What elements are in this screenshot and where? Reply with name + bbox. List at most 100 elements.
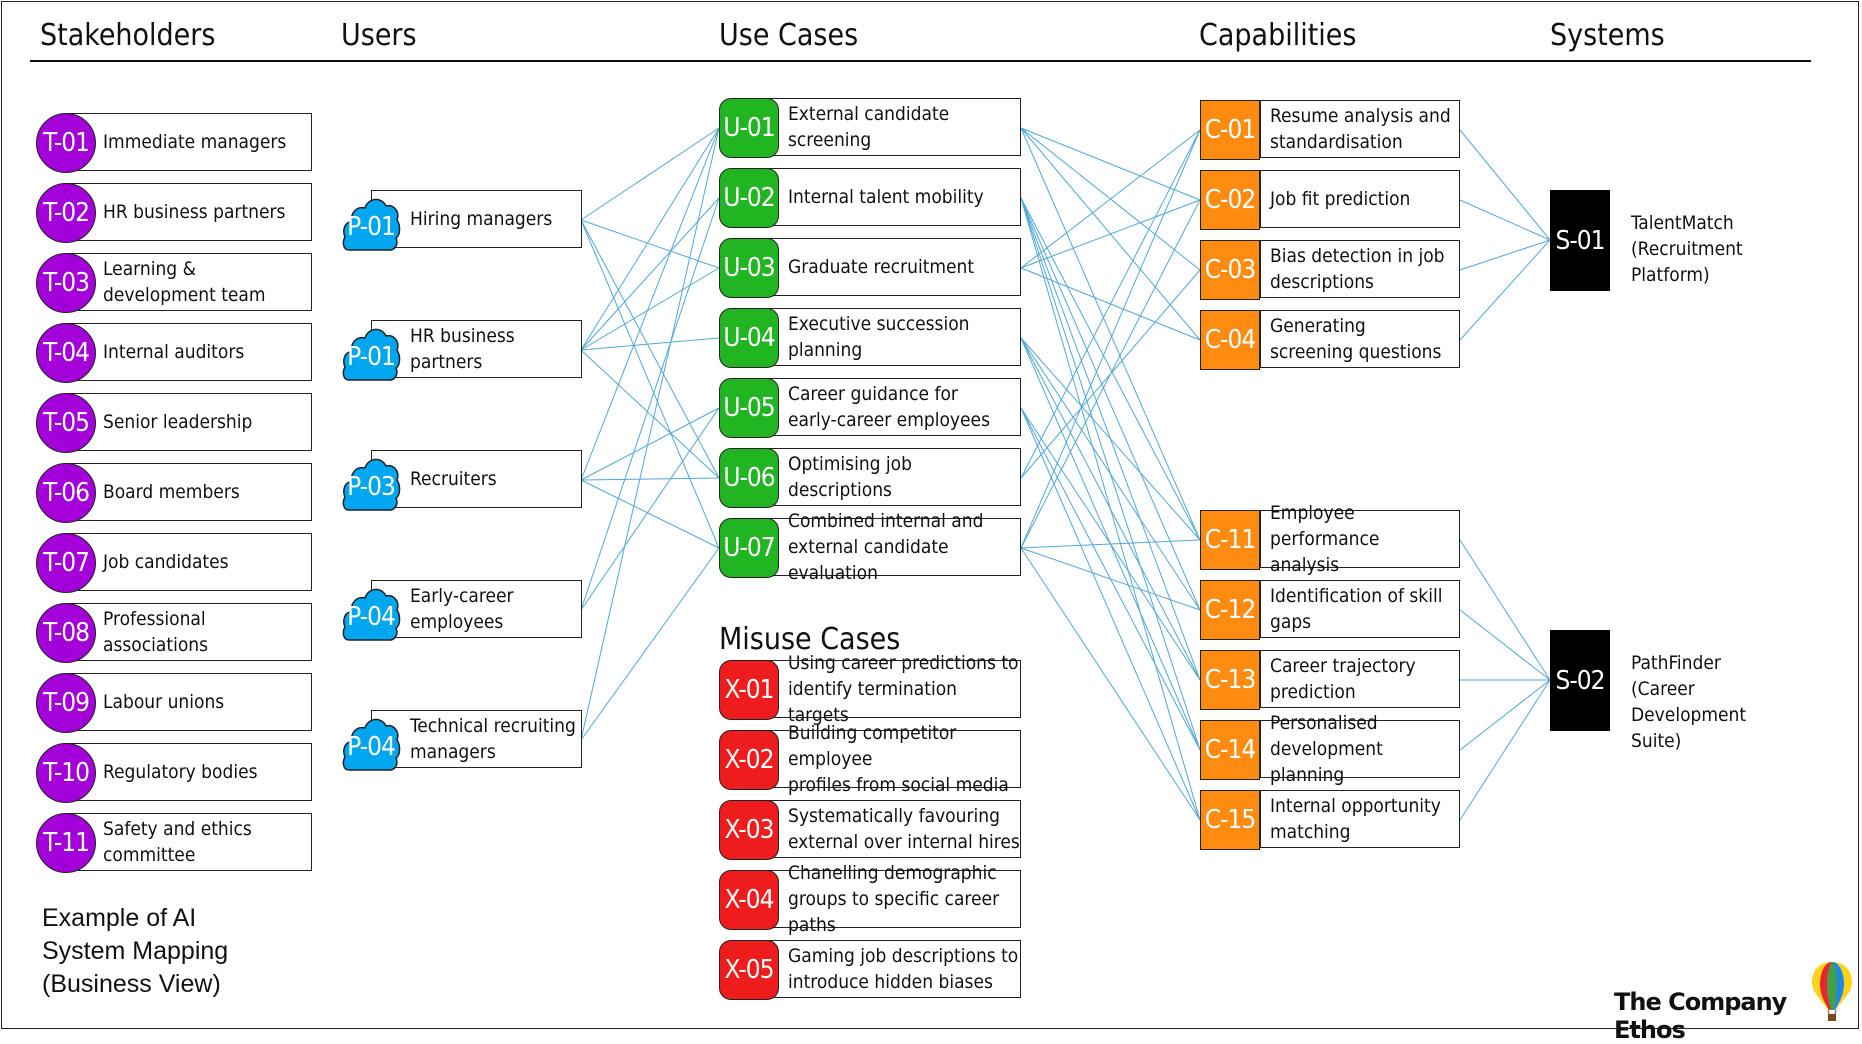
header-stakeholders: Stakeholders	[40, 18, 216, 53]
capability-3-label: Bias detection in job descriptions	[1270, 245, 1445, 293]
header-misuse-cases: Misuse Cases	[719, 622, 901, 657]
use-case-5-box: Career guidance for early-career employe…	[749, 378, 1021, 436]
capability-8-label: Personalised development planning	[1270, 712, 1383, 786]
stakeholder-10-label: Regulatory bodies	[103, 761, 258, 783]
stakeholder-3-label: Learning & development team	[103, 258, 266, 306]
user-cloud-icon: P-04	[341, 710, 401, 774]
stakeholder-5-box: Senior leadership	[66, 393, 312, 451]
capability-1-box: Resume analysis and standardisation	[1260, 100, 1460, 158]
capability-9-label: Internal opportunity matching	[1270, 795, 1441, 843]
misuse-case-4-box: Chanelling demographic groups to specifi…	[749, 862, 1021, 936]
user-cloud-icon: P-01	[341, 320, 401, 384]
capability-1-label: Resume analysis and standardisation	[1270, 105, 1451, 153]
use-case-1-label: External candidate screening	[788, 103, 950, 151]
capability-6-label: Identification of skill gaps	[1270, 585, 1443, 633]
user-4: Early-career employees P-04	[341, 580, 582, 641]
stakeholder-id-badge: T-06	[36, 463, 96, 523]
user-3: Recruiters P-03	[341, 450, 582, 511]
user-2: HR business partners P-01	[341, 320, 582, 381]
use-case-id-badge: U-04	[719, 308, 779, 368]
system-label: PathFinder (Career Development Suite)	[1631, 652, 1747, 752]
stakeholder-7-label: Job candidates	[103, 551, 229, 573]
balloon-logo-icon	[1810, 960, 1854, 1028]
stakeholder-11-label: Safety and ethics committee	[103, 818, 252, 866]
user-id: P-04	[347, 602, 396, 632]
capability-id-badge: C-11	[1200, 510, 1260, 570]
capability-5-box: Employee performance analysis	[1260, 502, 1460, 576]
misuse-case-1-box: Using career predictions to identify ter…	[749, 652, 1021, 726]
capability-7-label: Career trajectory prediction	[1270, 655, 1416, 703]
header-use-cases: Use Cases	[719, 18, 859, 53]
stakeholder-id-badge: T-09	[36, 673, 96, 733]
stakeholder-6-label: Board members	[103, 481, 240, 503]
user-id: P-01	[347, 342, 396, 372]
misuse-case-5-box: Gaming job descriptions to introduce hid…	[749, 940, 1021, 998]
stakeholder-6: Board members T-06	[36, 463, 312, 523]
use-case-4-label: Executive succession planning	[788, 313, 970, 361]
misuse-case-id-badge: X-01	[719, 660, 779, 720]
use-case-id-badge: U-05	[719, 378, 779, 438]
header-capabilities: Capabilities	[1199, 18, 1357, 53]
stakeholder-id-badge: T-10	[36, 743, 96, 803]
stakeholder-id-badge: T-11	[36, 813, 96, 873]
stakeholder-1-label: Immediate managers	[103, 131, 287, 153]
misuse-case-4: Chanelling demographic groups to specifi…	[719, 862, 1021, 936]
capability-3-box: Bias detection in job descriptions	[1260, 240, 1460, 298]
use-case-6-label: Optimising job descriptions	[788, 453, 912, 501]
misuse-case-id-badge: X-04	[719, 870, 779, 930]
stakeholder-10-box: Regulatory bodies	[66, 743, 312, 801]
misuse-case-2: Building competitor employee profiles fr…	[719, 722, 1021, 796]
misuse-case-3: Systematically favouring external over i…	[719, 800, 1021, 860]
capability-4-label: Generating screening questions	[1270, 315, 1442, 363]
misuse-case-5: Gaming job descriptions to introduce hid…	[719, 940, 1021, 1000]
user-4-label: Early-career employees	[410, 585, 514, 633]
use-case-id-badge: U-06	[719, 448, 779, 508]
system-label: TalentMatch (Recruitment Platform)	[1631, 212, 1743, 286]
user-2-label: HR business partners	[410, 325, 515, 373]
stakeholder-1-box: Immediate managers	[66, 113, 312, 171]
user-5-label: Technical recruiting managers	[410, 715, 576, 763]
capability-4-box: Generating screening questions	[1260, 310, 1460, 368]
misuse-case-1: Using career predictions to identify ter…	[719, 652, 1021, 726]
use-case-5: Career guidance for early-career employe…	[719, 378, 1021, 438]
stakeholder-4-box: Internal auditors	[66, 323, 312, 381]
stakeholder-id-badge: T-08	[36, 603, 96, 663]
misuse-case-4-label: Chanelling demographic groups to specifi…	[788, 862, 1000, 936]
use-case-id-badge: U-01	[719, 98, 779, 158]
misuse-case-5-label: Gaming job descriptions to introduce hid…	[788, 945, 1019, 993]
use-case-4-box: Executive succession planning	[749, 308, 1021, 366]
stakeholder-8-box: Professional associations	[66, 603, 312, 661]
user-1-box: Hiring managers	[371, 190, 582, 248]
stakeholder-2-box: HR business partners	[66, 183, 312, 241]
use-case-id-badge: U-07	[719, 518, 779, 578]
user-cloud-icon: P-03	[341, 450, 401, 514]
capability-id-badge: C-12	[1200, 580, 1260, 640]
stakeholder-8-label: Professional associations	[103, 608, 209, 656]
system-id-badge: S-01	[1550, 190, 1610, 291]
user-cloud-icon: P-04	[341, 580, 401, 644]
user-3-label: Recruiters	[410, 468, 497, 490]
capability-id-badge: C-01	[1200, 100, 1260, 160]
capability-8-box: Personalised development planning	[1260, 712, 1460, 786]
user-1-label: Hiring managers	[410, 208, 553, 230]
capability-id-badge: C-03	[1200, 240, 1260, 300]
stakeholder-4-label: Internal auditors	[103, 341, 245, 363]
